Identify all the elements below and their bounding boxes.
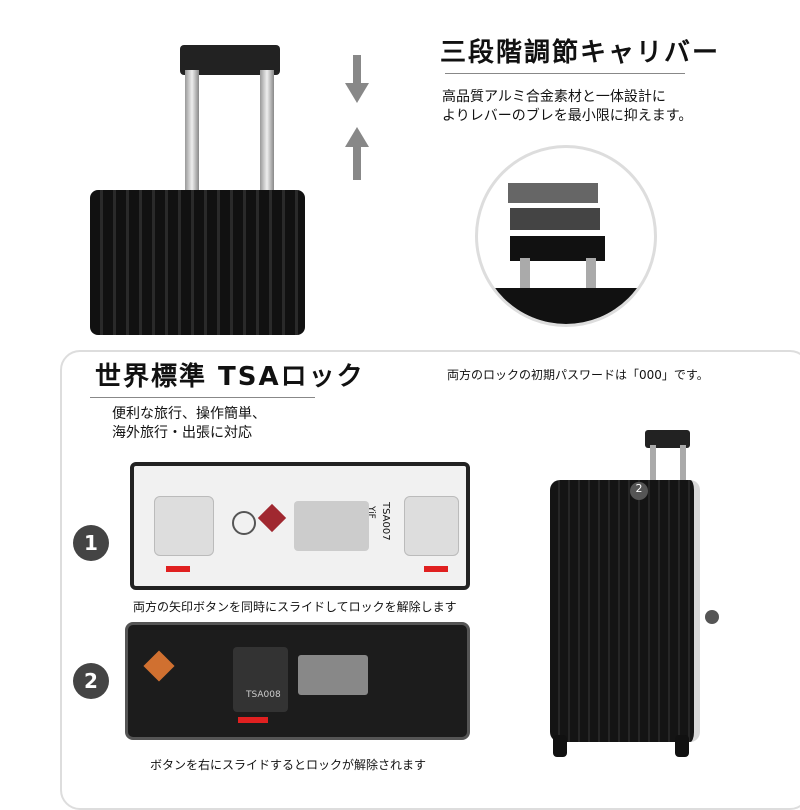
description-line: 高品質アルミ合金素材と一体設計に [442, 89, 666, 105]
lock-1-model: TSA007 [380, 502, 391, 541]
description-line: よりレバーのブレを最小限に抑えます。 [442, 108, 693, 124]
divider [445, 73, 685, 74]
suitcase-full-image: 2 [545, 430, 720, 760]
handle-levels-circle [475, 145, 657, 327]
arrow-down-icon [345, 55, 369, 105]
step-2-badge: 2 [73, 663, 109, 699]
lock-1-image: YiF TSA007 [130, 462, 470, 590]
step-2-caption: ボタンを右にスライドするとロックが解除されます [150, 758, 427, 772]
lock-2-image: TSA008 [125, 622, 470, 740]
step-1-badge: 1 [73, 525, 109, 561]
step-1-caption: 両方の矢印ボタンを同時にスライドしてロックを解除します [133, 600, 457, 614]
lock-1-brand: YiF [366, 506, 376, 519]
arrow-up-icon [345, 125, 369, 180]
tsa-features: 便利な旅行、操作簡単、 海外旅行・出張に対応 [112, 405, 266, 443]
caliper-description: 高品質アルミ合金素材と一体設計に よりレバーのブレを最小限に抑えます。 [442, 88, 692, 126]
tsa-title: 世界標準 TSAロック [95, 362, 365, 392]
feature-line: 海外旅行・出張に対応 [112, 425, 252, 441]
caliper-title: 三段階調節キャリバー [440, 38, 721, 68]
feature-line: 便利な旅行、操作簡単、 [112, 406, 266, 422]
password-note: 両方のロックの初期パスワードは「000」です。 [447, 368, 709, 382]
divider [90, 397, 315, 398]
suitcase-top-image [85, 45, 310, 335]
lock-2-model: TSA008 [246, 690, 281, 700]
